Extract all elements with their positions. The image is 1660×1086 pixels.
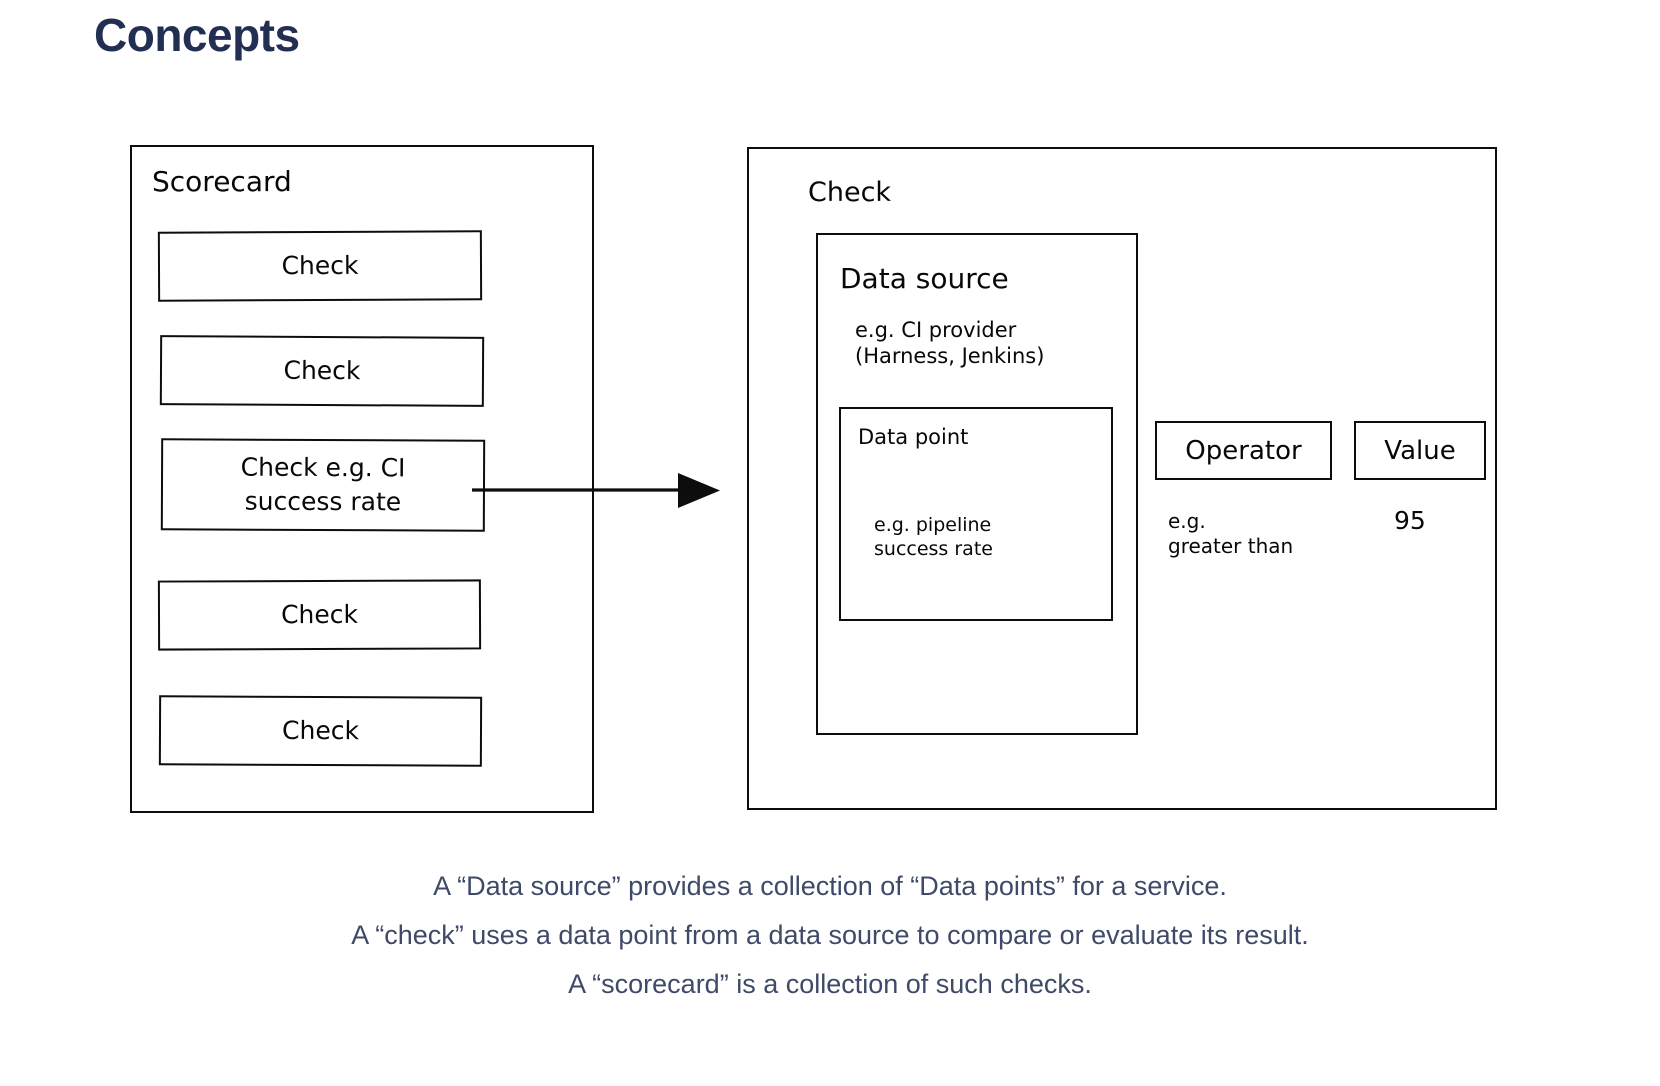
scorecard-panel (130, 145, 594, 813)
caption-line-1: A “Data source” provides a collection of… (433, 871, 1227, 901)
scorecard-check-label: Check (283, 355, 361, 386)
scorecard-check-item-ci-success-rate[interactable]: Check e.g. CI success rate (160, 438, 486, 532)
scorecard-check-item[interactable]: Check (158, 695, 483, 767)
scorecard-check-item[interactable]: Check (159, 335, 485, 407)
operator-box: Operator (1155, 421, 1332, 480)
scorecard-check-item[interactable]: Check (157, 579, 482, 651)
check-panel-title: Check (808, 177, 892, 208)
data-source-example: e.g. CI provider (Harness, Jenkins) (855, 318, 1045, 369)
scorecard-check-label: Check (280, 599, 359, 630)
scorecard-check-label: Check e.g. CI success rate (240, 452, 406, 517)
arrow-right-icon (472, 473, 720, 508)
page-title: Concepts (94, 9, 300, 61)
check-panel (747, 147, 1497, 810)
scorecard-check-label: Check (281, 250, 359, 281)
scorecard-check-label: Check (281, 715, 360, 746)
operator-example: e.g. greater than (1168, 509, 1294, 558)
caption-line-2: A “check” uses a data point from a data … (351, 920, 1309, 950)
data-point-box (839, 407, 1113, 621)
caption-line-3: A “scorecard” is a collection of such ch… (568, 969, 1092, 999)
value-box: Value (1354, 421, 1486, 480)
value-label: Value (1384, 435, 1456, 466)
data-point-example: e.g. pipeline success rate (874, 514, 993, 560)
concepts-diagram: Scorecard Check Check Check e.g. CI succ… (130, 145, 1497, 813)
scorecard-title: Scorecard (152, 165, 292, 198)
caption: A “Data source” provides a collection of… (0, 862, 1660, 1009)
data-source-title: Data source (840, 262, 1009, 295)
data-source-box (816, 233, 1138, 735)
value-example: 95 (1394, 506, 1426, 535)
data-point-title: Data point (858, 425, 969, 449)
scorecard-check-item[interactable]: Check (157, 230, 483, 302)
operator-label: Operator (1185, 435, 1302, 466)
